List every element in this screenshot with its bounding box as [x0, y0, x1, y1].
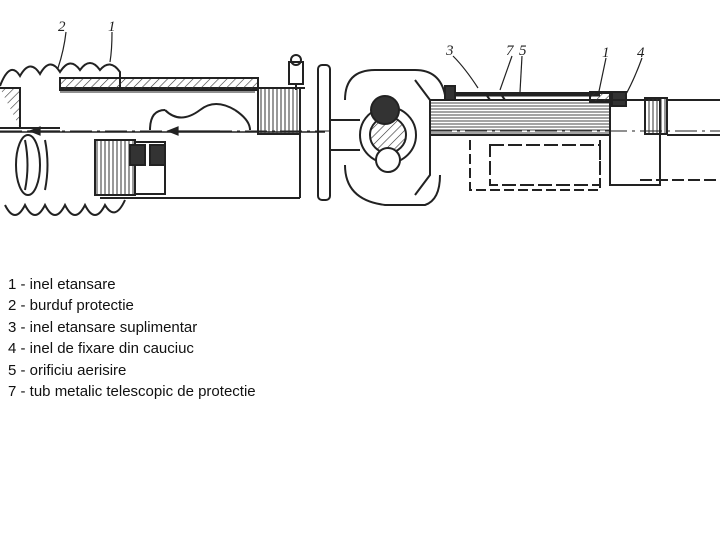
telescopic-spline-section	[429, 85, 627, 191]
part-number-2: 2	[58, 19, 66, 35]
right-joint-yoke	[344, 69, 460, 206]
part-number-5: 5	[519, 43, 527, 59]
flange	[317, 64, 360, 201]
part-number-3: 3	[445, 43, 454, 59]
part-number-1: 1	[108, 19, 116, 35]
left-bellows-boot	[0, 62, 126, 216]
grease-fitting	[288, 54, 304, 90]
legend-item: 3 - inel etansare suplimentar	[8, 318, 198, 336]
legend-item: 2 - burduf protectie	[8, 297, 134, 315]
part-number-1-right: 1	[602, 45, 610, 61]
part-number-7: 7	[506, 43, 515, 59]
part-number-labels: 2 1 3 7 5 1 4	[58, 19, 645, 61]
right-shaft-end	[430, 97, 720, 186]
leader-lines	[57, 31, 643, 97]
legend-item: 5 - orificiu aerisire	[8, 361, 127, 379]
direction-arrows	[28, 126, 220, 136]
part-number-4: 4	[637, 45, 645, 61]
left-joint	[59, 77, 259, 196]
legend-item: 1 - inel etansare	[8, 276, 116, 293]
driveshaft-cross-section-drawing: 2 1 3 7 5 1 4	[0, 19, 720, 216]
legend-item: 7 - tub metalic telescopic de protectie	[8, 383, 256, 401]
parts-legend: 1 - inel etansare 2 - burduf protectie 3…	[8, 274, 256, 402]
legend-item: 4 - inel de fixare din cauciuc	[8, 340, 194, 358]
